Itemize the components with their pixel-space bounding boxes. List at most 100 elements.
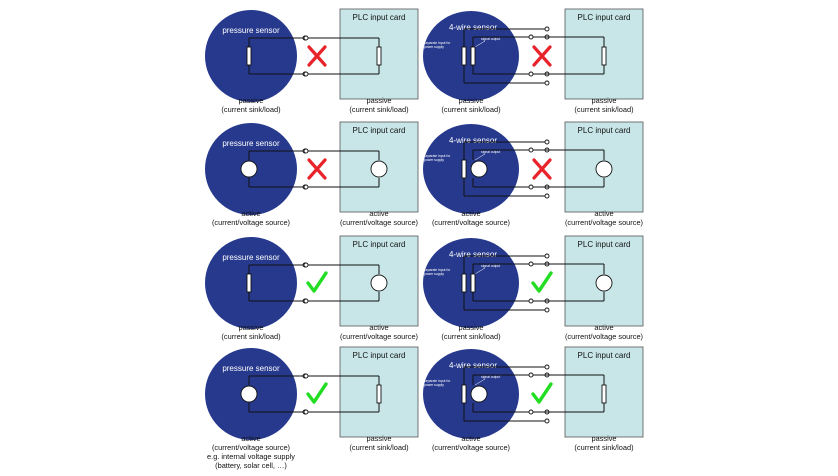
card-caption: passive(current sink/load) — [309, 96, 449, 114]
terminal — [303, 148, 309, 154]
terminal — [528, 34, 534, 40]
sensor-caption: passive(current sink/load) — [181, 96, 321, 114]
resistor-symbol — [601, 46, 607, 66]
caption-line: e.g. internal voltage supply — [207, 452, 295, 461]
compatible-check-icon — [531, 382, 553, 404]
caption-line: (current sink/load) — [221, 332, 281, 341]
sensor-title: pressure sensor — [222, 253, 280, 262]
terminal — [544, 80, 550, 86]
caption-line: active — [594, 209, 614, 218]
terminal — [544, 418, 550, 424]
sensor-caption: active(current/voltage source) — [181, 209, 321, 227]
resistor-symbol — [246, 273, 252, 293]
signal-output-pointer — [474, 378, 486, 386]
caption-line: (current/voltage source) — [564, 332, 644, 341]
caption-line: (current sink/load) — [349, 443, 409, 452]
caption-line: (current sink/load) — [221, 105, 281, 114]
sensor-caption: active(current/voltage source)e.g. inter… — [181, 434, 321, 470]
sensor-title: 4-wire sensor — [449, 250, 497, 259]
card-caption: active(current/voltage source) — [534, 209, 674, 227]
caption-line: passive — [591, 434, 617, 443]
caption-line: passive — [238, 96, 264, 105]
incompatible-cross-icon — [532, 45, 552, 67]
resistor-symbol — [246, 46, 252, 66]
cross-stroke — [532, 158, 552, 180]
compatible-check-icon — [306, 271, 328, 293]
panel: pressure sensor PLC input card — [205, 8, 419, 102]
cross-stroke — [532, 45, 552, 67]
signal-output-pointer — [474, 267, 486, 275]
source-symbol — [595, 274, 613, 292]
caption-line: active — [594, 323, 614, 332]
caption-line: active — [241, 209, 261, 218]
signal-output-pointer — [474, 40, 486, 48]
caption-line: (battery, solar cell, …) — [215, 461, 287, 470]
source-symbol — [240, 385, 258, 403]
compatible-check-icon — [531, 271, 553, 293]
resistor-symbol — [461, 273, 467, 293]
source-symbol — [370, 274, 388, 292]
caption-line: (current/voltage source) — [431, 218, 511, 227]
caption-line: (current sink/load) — [441, 332, 501, 341]
card-caption: passive(current sink/load) — [309, 434, 449, 452]
terminal — [544, 253, 550, 259]
caption-line: (current/voltage source) — [431, 443, 511, 452]
card-title: PLC input card — [578, 240, 631, 249]
card-caption: active(current/voltage source) — [534, 323, 674, 341]
incompatible-cross-icon — [307, 158, 327, 180]
terminal — [544, 26, 550, 32]
source-symbol — [470, 160, 488, 178]
resistor-symbol — [461, 46, 467, 66]
terminal — [303, 262, 309, 268]
terminal — [303, 409, 309, 415]
card-title: PLC input card — [353, 13, 406, 22]
resistor-symbol — [470, 46, 476, 66]
resistor-symbol — [470, 273, 476, 293]
terminal — [528, 184, 534, 190]
signal-output-label: signal output — [481, 37, 500, 41]
incompatible-cross-icon — [307, 45, 327, 67]
sensor-caption: passive(current sink/load) — [401, 323, 541, 341]
caption-line: passive — [366, 434, 392, 443]
sensor-title: pressure sensor — [222, 364, 280, 373]
resistor-symbol — [461, 384, 467, 404]
terminal — [303, 373, 309, 379]
caption-line: (current/voltage source) — [339, 218, 419, 227]
source-symbol — [470, 385, 488, 403]
caption-line: (current/voltage source) — [211, 443, 291, 452]
incompatible-cross-icon — [532, 158, 552, 180]
terminal — [303, 35, 309, 41]
resistor-symbol — [461, 159, 467, 179]
terminal — [303, 298, 309, 304]
card-caption: passive(current sink/load) — [534, 434, 674, 452]
terminal — [544, 139, 550, 145]
terminal — [303, 71, 309, 77]
caption-line: (current sink/load) — [441, 105, 501, 114]
card-caption: passive(current sink/load) — [534, 96, 674, 114]
signal-output-label: signal output — [481, 264, 500, 268]
separate-input-line: power supply — [424, 45, 444, 49]
caption-line: passive — [591, 96, 617, 105]
caption-line: (current/voltage source) — [211, 218, 291, 227]
separate-input-line: separate input for — [424, 268, 451, 272]
terminal — [528, 71, 534, 77]
cross-stroke — [307, 45, 327, 67]
sensor-title: 4-wire sensor — [449, 136, 497, 145]
card-title: PLC input card — [578, 126, 631, 135]
resistor-symbol — [376, 384, 382, 404]
source-symbol — [370, 160, 388, 178]
card-title: PLC input card — [578, 13, 631, 22]
terminal — [528, 298, 534, 304]
caption-line: passive — [458, 323, 484, 332]
card-caption: active(current/voltage source) — [309, 209, 449, 227]
separate-input-line: power supply — [424, 272, 444, 276]
sensor-title: pressure sensor — [222, 26, 280, 35]
sensor-caption: passive(current sink/load) — [401, 96, 541, 114]
